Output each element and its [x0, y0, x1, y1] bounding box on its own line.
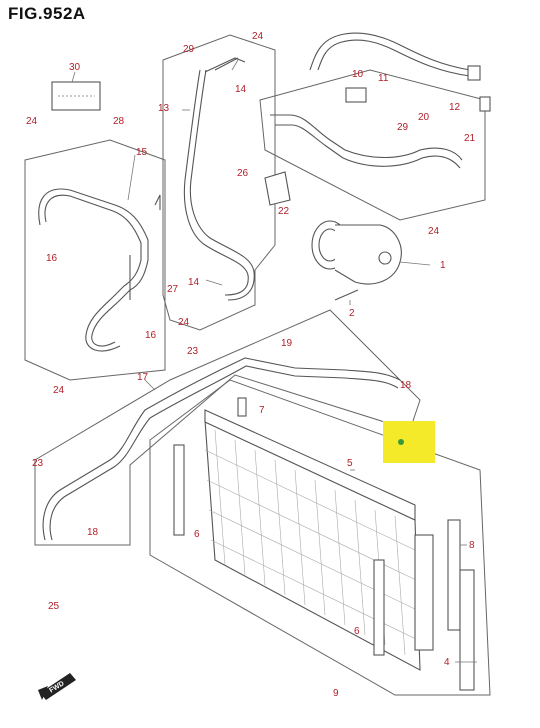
callout-30: 30	[69, 62, 81, 73]
callout-7: 7	[259, 405, 265, 416]
seal-7	[237, 397, 247, 417]
callout-24-d: 24	[178, 317, 190, 328]
callout-19: 19	[281, 338, 293, 349]
callout-1: 1	[440, 260, 446, 271]
callout-14-a: 14	[235, 84, 247, 95]
bolt-2	[334, 289, 359, 301]
pipe-20	[270, 114, 463, 161]
callout-23-a: 23	[187, 346, 199, 357]
callout-24-e: 24	[428, 226, 440, 237]
callout-28: 28	[113, 116, 125, 127]
callout-5: 5	[347, 458, 353, 469]
callout-6-b: 6	[354, 626, 360, 637]
callout-8: 8	[469, 540, 475, 551]
callout-6-a: 6	[194, 529, 200, 540]
hose-11	[309, 32, 471, 71]
callout-16-a: 16	[46, 253, 58, 264]
callout-2: 2	[349, 308, 355, 319]
pipe-17	[42, 357, 401, 541]
highlight-box	[383, 421, 435, 463]
callout-11: 11	[378, 73, 389, 84]
callout-24-b: 24	[53, 385, 65, 396]
bracket-6a	[173, 444, 185, 536]
callout-26: 26	[237, 168, 249, 179]
callout-17: 17	[137, 372, 149, 383]
highlight-marker	[398, 439, 404, 445]
callout-13: 13	[158, 103, 170, 114]
part-22-bracket	[264, 171, 291, 206]
callout-21: 21	[464, 133, 476, 144]
group-box-pipe-17	[34, 309, 421, 546]
seal-8	[447, 519, 461, 631]
callout-22: 22	[278, 206, 290, 217]
part-10	[345, 87, 367, 103]
figure-title: FIG.952A	[8, 4, 86, 23]
callout-18-b: 18	[87, 527, 99, 538]
callout-23-b: 23	[32, 458, 44, 469]
pipe-15	[38, 188, 149, 347]
callout-14-b: 14	[188, 277, 200, 288]
callout-12: 12	[449, 102, 461, 113]
callout-24-a: 24	[26, 116, 38, 127]
callout-4: 4	[444, 657, 450, 668]
hose-13	[183, 69, 249, 296]
callout-10: 10	[352, 69, 364, 80]
group-box-condenser	[149, 379, 491, 696]
group-box-pipe-20	[259, 69, 486, 221]
callout-24-c: 24	[252, 31, 264, 42]
bracket-6b	[373, 559, 385, 656]
callout-15: 15	[136, 147, 148, 158]
drier-4	[459, 569, 475, 691]
callout-20: 20	[418, 112, 430, 123]
group-box-pipe-15	[24, 139, 166, 381]
callout-9: 9	[333, 688, 339, 699]
callout-29-b: 29	[397, 122, 409, 133]
fwd-arrow-icon: FWD	[38, 673, 76, 700]
callout-18-a: 18	[400, 380, 412, 391]
group-box-hose-13	[162, 34, 276, 331]
callout-29-a: 29	[183, 44, 195, 55]
callout-27: 27	[167, 284, 179, 295]
callout-16-b: 16	[145, 330, 157, 341]
callout-25: 25	[48, 601, 60, 612]
part-12	[479, 96, 491, 112]
